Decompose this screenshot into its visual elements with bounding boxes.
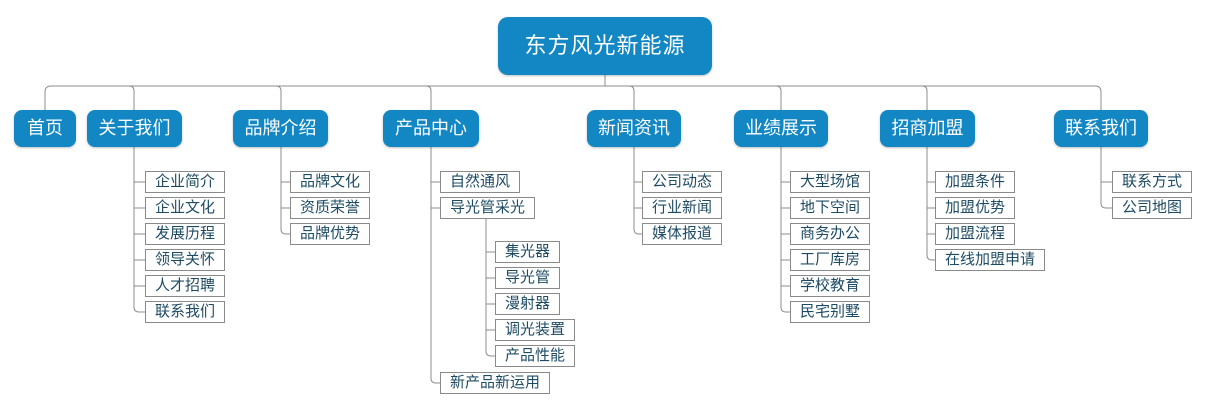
section-node-news: 新闻资讯	[587, 110, 681, 147]
leaf-node: 企业文化	[145, 197, 226, 219]
leaf-node: 品牌文化	[290, 171, 371, 193]
section-node-join: 招商加盟	[880, 110, 975, 147]
leaf-node: 联系我们	[145, 301, 226, 323]
leaf-node: 媒体报道	[642, 223, 723, 245]
leaf-node: 企业简介	[145, 171, 226, 193]
leaf-node: 发展历程	[145, 223, 226, 245]
section-node-about: 关于我们	[87, 110, 182, 147]
leaf-node: 产品性能	[495, 345, 576, 367]
leaf-node: 公司地图	[1112, 197, 1193, 219]
section-node-brand: 品牌介绍	[233, 110, 328, 147]
leaf-node: 加盟优势	[935, 197, 1016, 219]
leaf-node: 品牌优势	[290, 223, 371, 245]
leaf-node: 领导关怀	[145, 249, 226, 271]
leaf-node: 漫射器	[495, 293, 561, 315]
leaf-node: 公司动态	[642, 171, 723, 193]
leaf-node: 人才招聘	[145, 275, 226, 297]
leaf-node: 在线加盟申请	[935, 249, 1046, 271]
leaf-node: 调光装置	[495, 319, 576, 341]
leaf-node: 集光器	[495, 241, 561, 263]
leaf-node: 联系方式	[1112, 171, 1193, 193]
leaf-node: 导光管采光	[440, 197, 536, 219]
leaf-node: 大型场馆	[790, 171, 871, 193]
leaf-node: 导光管	[495, 267, 561, 289]
leaf-node: 新产品新运用	[440, 372, 551, 394]
leaf-node: 民宅别墅	[790, 301, 871, 323]
leaf-node: 加盟条件	[935, 171, 1016, 193]
leaf-node: 商务办公	[790, 223, 871, 245]
section-node-contact: 联系我们	[1054, 110, 1148, 147]
leaf-node: 自然通风	[440, 171, 521, 193]
section-node-projects: 业绩展示	[734, 110, 828, 147]
leaf-node: 地下空间	[790, 197, 871, 219]
section-node-products: 产品中心	[383, 110, 479, 147]
root-node: 东方风光新能源	[498, 17, 712, 75]
section-node-home: 首页	[14, 110, 76, 147]
leaf-node: 资质荣誉	[290, 197, 371, 219]
leaf-node: 加盟流程	[935, 223, 1016, 245]
leaf-node: 学校教育	[790, 275, 871, 297]
leaf-node: 行业新闻	[642, 197, 723, 219]
leaf-node: 工厂库房	[790, 249, 871, 271]
